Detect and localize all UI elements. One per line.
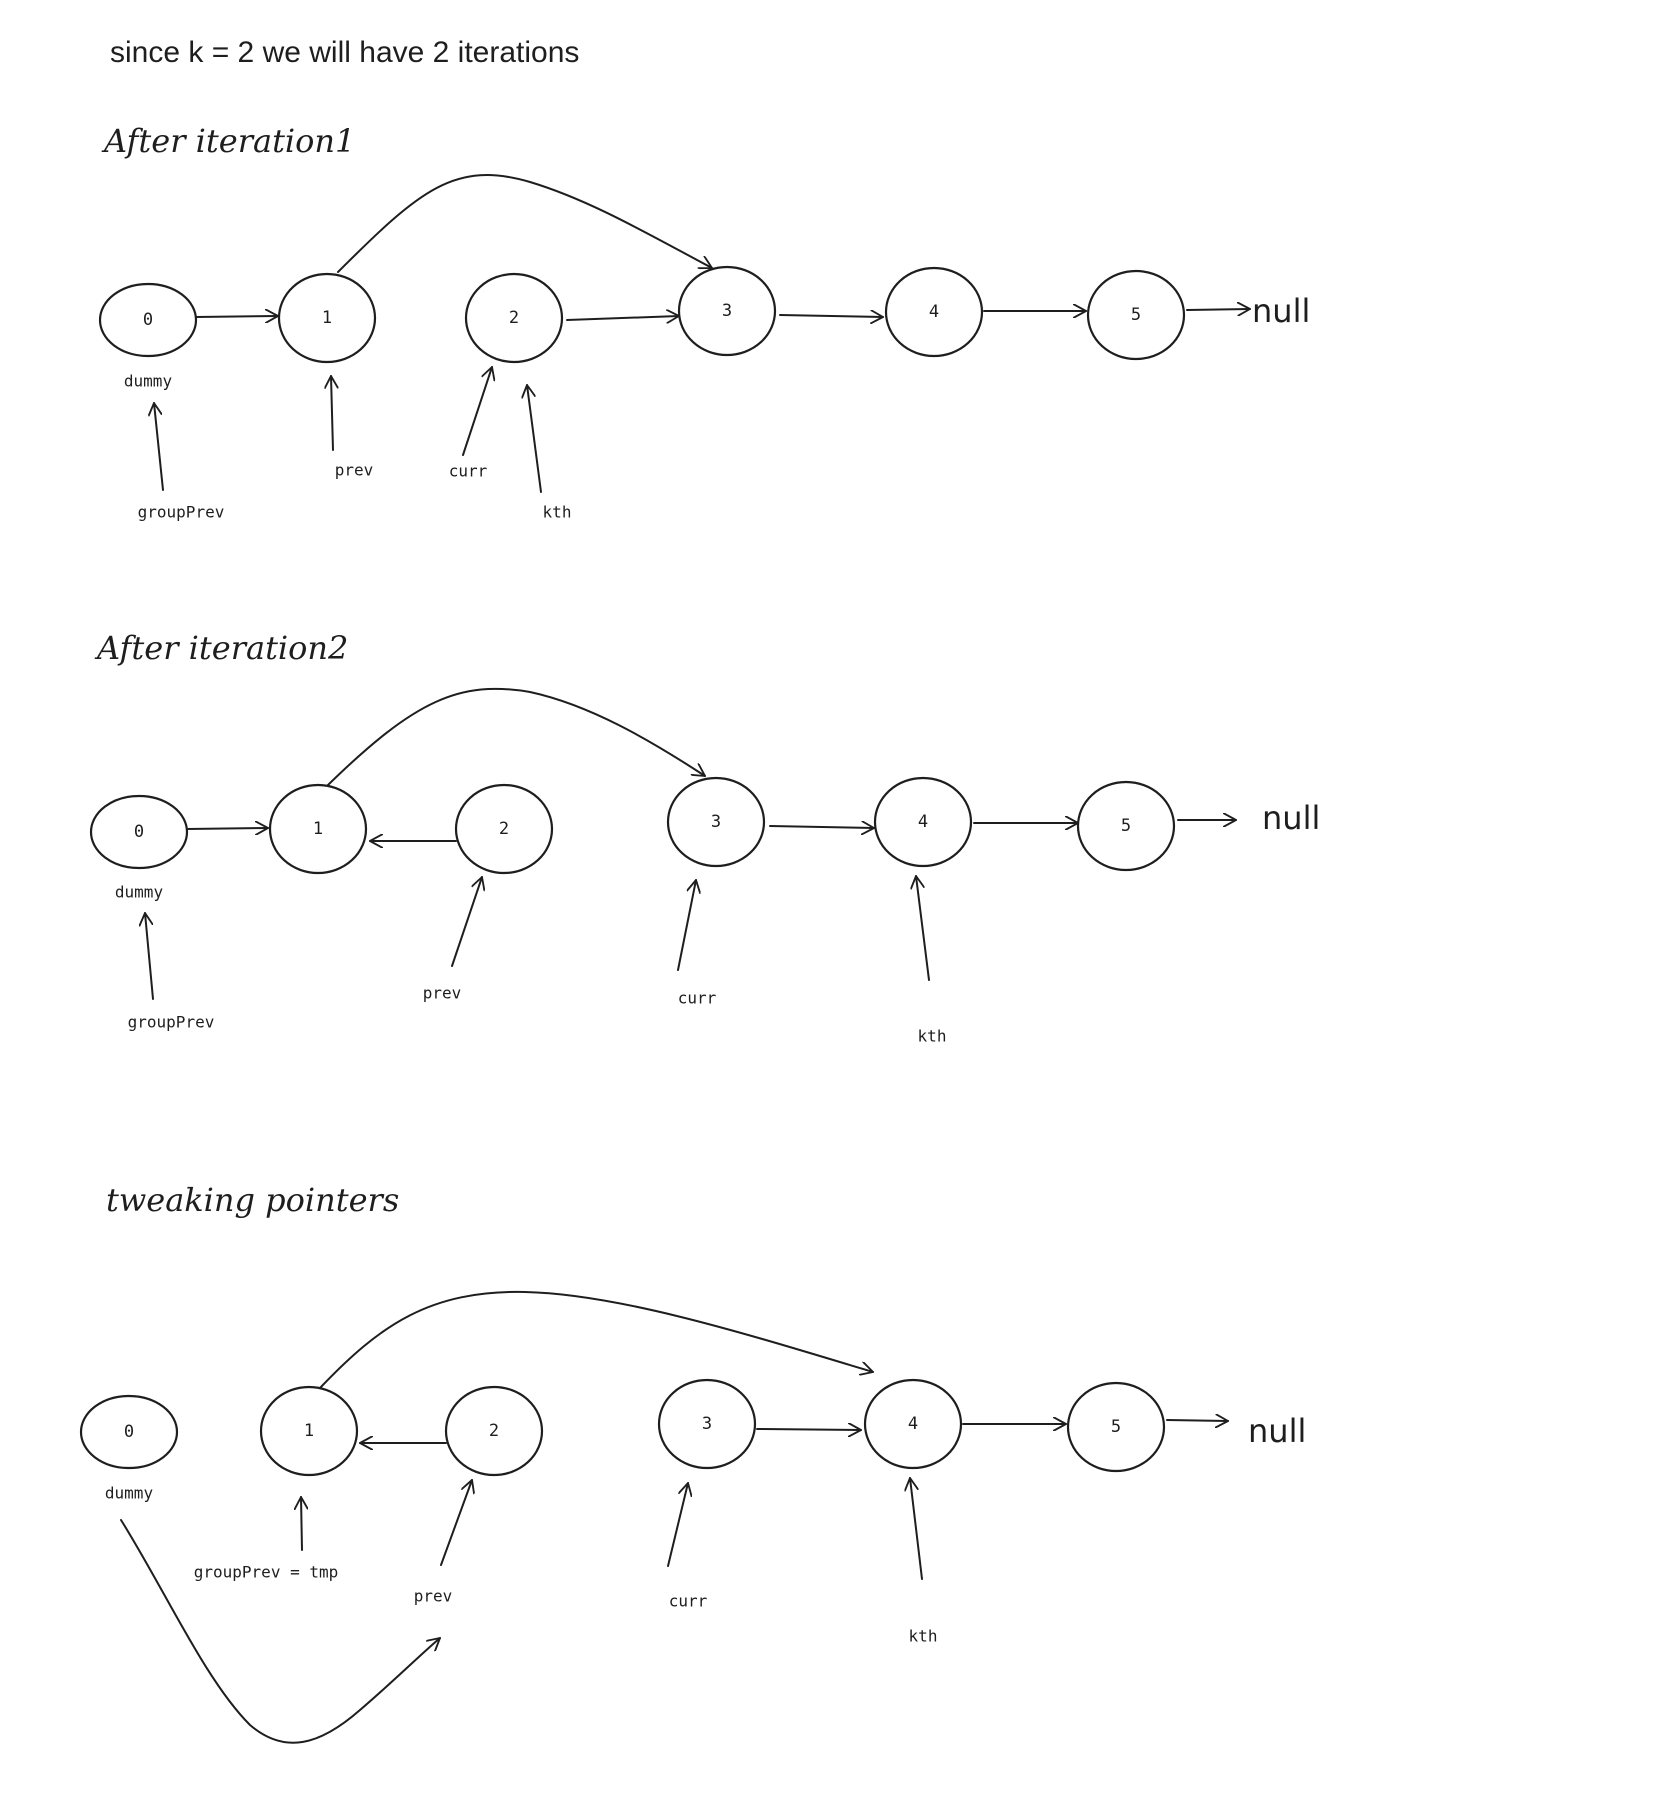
null-label: null xyxy=(1262,799,1320,837)
node-1: 1 xyxy=(259,1385,359,1477)
edge-1-to-4 xyxy=(319,1290,874,1389)
edge-2-to-3 xyxy=(566,316,680,320)
section-iteration-2: After iteration2 0 1 2 3 4 xyxy=(89,629,1320,1046)
section-iteration-1: After iteration1 0 1 2 3 4 xyxy=(98,122,1310,522)
label-kth: kth xyxy=(543,503,572,522)
label-dummy: dummy xyxy=(115,883,164,902)
arrow-kth xyxy=(910,1477,923,1580)
section-title: After iteration2 xyxy=(94,629,348,667)
arrow-curr xyxy=(667,1482,688,1567)
node-label: 3 xyxy=(702,1414,712,1434)
edge-3-to-4 xyxy=(769,826,875,828)
node-5: 5 xyxy=(1076,780,1176,872)
edge-5-to-null xyxy=(1186,309,1251,310)
arrow-kth xyxy=(527,384,542,493)
arrow-groupPrev xyxy=(145,912,154,1000)
node-4: 4 xyxy=(863,1378,963,1470)
null-label: null xyxy=(1248,1412,1306,1450)
section-tweaking-pointers: tweaking pointers 0 1 2 3 4 xyxy=(79,1181,1306,1744)
arrow-prev xyxy=(451,876,482,967)
node-2: 2 xyxy=(444,1385,544,1477)
node-label: 0 xyxy=(143,310,153,330)
label-dummy: dummy xyxy=(124,372,173,391)
intro-text: since k = 2 we will have 2 iterations xyxy=(110,36,579,69)
node-label: 5 xyxy=(1121,816,1131,836)
node-label: 2 xyxy=(509,308,519,328)
null-label: null xyxy=(1252,292,1310,330)
label-prev: prev xyxy=(335,461,374,480)
node-4: 4 xyxy=(873,776,973,868)
label-curr: curr xyxy=(669,1592,708,1611)
node-label: 1 xyxy=(304,1421,314,1441)
node-0: 0 xyxy=(79,1394,179,1470)
label-curr: curr xyxy=(678,989,717,1008)
node-0: 0 xyxy=(98,282,198,358)
node-label: 1 xyxy=(322,308,332,328)
node-label: 0 xyxy=(134,822,144,842)
edge-3-to-4 xyxy=(756,1429,862,1430)
edge-1-to-3 xyxy=(337,174,713,273)
node-label: 3 xyxy=(722,301,732,321)
node-label: 3 xyxy=(711,812,721,832)
arrow-kth xyxy=(916,875,930,981)
node-label: 4 xyxy=(918,812,928,832)
label-curr: curr xyxy=(449,462,488,481)
label-kth: kth xyxy=(918,1027,947,1046)
arrow-curr xyxy=(677,879,696,971)
node-label: 4 xyxy=(929,302,939,322)
label-groupPrev: groupPrev xyxy=(128,1013,215,1032)
section-title: After iteration1 xyxy=(101,122,355,160)
edge-5-to-null xyxy=(1166,1420,1229,1421)
arrow-prev xyxy=(440,1479,472,1566)
label-prev: prev xyxy=(423,984,462,1003)
node-5: 5 xyxy=(1066,1381,1166,1473)
node-5: 5 xyxy=(1086,269,1186,361)
edge-0-to-1 xyxy=(186,828,269,829)
node-3: 3 xyxy=(657,1378,757,1470)
arrow-prev xyxy=(331,375,333,451)
node-label: 5 xyxy=(1131,305,1141,325)
edge-dummy-to-prev xyxy=(120,1519,441,1744)
node-4: 4 xyxy=(884,266,984,358)
node-3: 3 xyxy=(666,776,766,868)
node-1: 1 xyxy=(268,783,368,875)
node-3: 3 xyxy=(677,265,777,357)
node-0: 0 xyxy=(89,794,189,870)
arrow-groupPrev xyxy=(154,402,164,491)
node-label: 2 xyxy=(499,819,509,839)
edge-0-to-1 xyxy=(195,316,279,317)
node-label: 0 xyxy=(124,1422,134,1442)
node-label: 4 xyxy=(908,1414,918,1434)
label-prev: prev xyxy=(414,1587,453,1606)
node-label: 1 xyxy=(313,819,323,839)
label-dummy: dummy xyxy=(105,1484,154,1503)
section-title: tweaking pointers xyxy=(106,1181,399,1219)
label-groupPrev: groupPrev xyxy=(138,503,225,522)
arrow-curr xyxy=(462,366,492,456)
node-2: 2 xyxy=(454,783,554,875)
edge-3-to-4 xyxy=(779,315,884,317)
node-label: 5 xyxy=(1111,1417,1121,1437)
edge-1-to-3 xyxy=(327,687,706,786)
node-label: 2 xyxy=(489,1421,499,1441)
label-groupPrev: groupPrev = tmp xyxy=(194,1563,339,1582)
label-kth: kth xyxy=(909,1627,938,1646)
arrow-groupPrev xyxy=(301,1496,302,1551)
node-2: 2 xyxy=(464,272,564,364)
node-1: 1 xyxy=(277,272,377,364)
